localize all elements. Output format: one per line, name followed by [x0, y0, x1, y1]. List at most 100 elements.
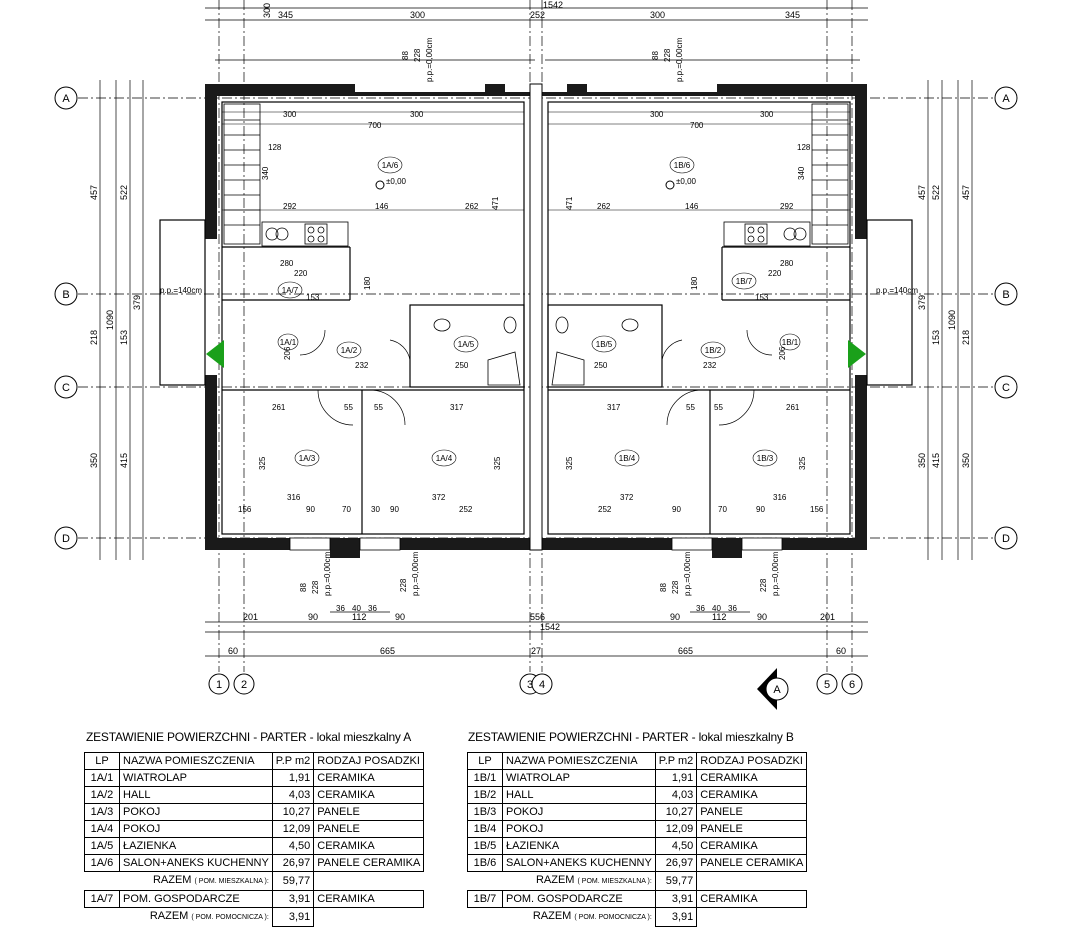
svg-text:1A/6: 1A/6 — [382, 161, 399, 170]
svg-text:280: 280 — [280, 259, 294, 268]
top-dimension-lines — [205, 7, 868, 61]
total2-value: 3,91 — [271, 907, 315, 927]
svg-text:250: 250 — [594, 361, 608, 370]
svg-text:262: 262 — [465, 202, 479, 211]
svg-text:350: 350 — [917, 453, 927, 468]
svg-text:88: 88 — [299, 583, 308, 592]
svg-text:55: 55 — [344, 403, 353, 412]
svg-text:1: 1 — [216, 679, 222, 691]
svg-text:228: 228 — [311, 580, 320, 594]
total-label: RAZEM — [152, 874, 192, 886]
bottom-dimension-texts: 1542 201 90 112 90 556 90 112 90 201 60 … — [228, 551, 846, 656]
svg-text:457: 457 — [89, 185, 99, 200]
svg-text:156: 156 — [810, 505, 824, 514]
svg-text:220: 220 — [768, 269, 782, 278]
svg-text:228: 228 — [413, 48, 422, 62]
svg-text:2: 2 — [241, 679, 247, 691]
floor-plan: A B C D A B C D 1 2 3 4 5 6 A 300 345 30… — [54, 0, 1018, 710]
axis-col-2: 2 — [233, 673, 255, 695]
room-tag-1b4: 1B/4 — [614, 449, 640, 467]
svg-text:A: A — [62, 93, 70, 105]
svg-text:317: 317 — [607, 403, 621, 412]
stairs — [223, 103, 849, 245]
svg-text:90: 90 — [306, 505, 315, 514]
svg-text:90: 90 — [395, 612, 405, 622]
svg-text:522: 522 — [119, 185, 129, 200]
svg-text:372: 372 — [432, 493, 446, 502]
table-header-row: LP NAZWA POMIESZCZENIA P.P m2 RODZAJ POS… — [84, 752, 425, 770]
room-tag-1a4: 1A/4 — [431, 449, 457, 467]
axis-col-6: 6 — [841, 673, 863, 695]
svg-text:153: 153 — [755, 293, 769, 302]
svg-text:300: 300 — [283, 110, 297, 119]
total-value: 59,77 — [654, 871, 698, 891]
svg-text:457: 457 — [961, 185, 971, 200]
svg-text:471: 471 — [565, 196, 574, 210]
svg-text:300: 300 — [262, 3, 272, 18]
svg-text:316: 316 — [287, 493, 301, 502]
svg-text:471: 471 — [491, 196, 500, 210]
room-tag-1a7: 1A/7 — [277, 281, 303, 299]
svg-text:A: A — [1002, 93, 1010, 105]
svg-text:228: 228 — [759, 578, 768, 592]
svg-text:457: 457 — [917, 185, 927, 200]
svg-text:325: 325 — [565, 456, 574, 470]
svg-text:300: 300 — [410, 110, 424, 119]
svg-text:280: 280 — [780, 259, 794, 268]
svg-text:325: 325 — [493, 456, 502, 470]
svg-text:153: 153 — [306, 293, 320, 302]
svg-text:p.p.=140cm: p.p.=140cm — [160, 286, 202, 295]
svg-text:36: 36 — [368, 604, 377, 613]
axis-row-c-left: C — [54, 375, 78, 399]
total2-label: RAZEM — [149, 910, 189, 922]
svg-text:415: 415 — [119, 453, 129, 468]
svg-text:350: 350 — [961, 453, 971, 468]
svg-text:1A/3: 1A/3 — [299, 454, 316, 463]
room-tag-1b1: 1B/1 — [779, 333, 801, 351]
svg-text:415: 415 — [931, 453, 941, 468]
level-marks: ±0,00 ±0,00 p.p.=140cm p.p.=140cm — [160, 177, 918, 295]
axis-row-b-right: B — [994, 282, 1018, 306]
outer-walls — [205, 83, 867, 558]
svg-text:1542: 1542 — [543, 0, 563, 10]
column-header-lp: LP — [84, 752, 120, 770]
svg-text:p.p.=0,00cm: p.p.=0,00cm — [771, 551, 780, 596]
room-tag-1a6: 1A/6 — [377, 156, 403, 174]
svg-text:372: 372 — [620, 493, 634, 502]
svg-text:128: 128 — [268, 143, 282, 152]
svg-text:218: 218 — [961, 330, 971, 345]
kitchen-fixtures — [261, 221, 811, 247]
svg-text:146: 146 — [375, 202, 389, 211]
total2-note: ( POM. POMOCNICZA ): — [191, 914, 269, 921]
svg-text:1A/4: 1A/4 — [436, 454, 453, 463]
svg-text:90: 90 — [756, 505, 765, 514]
svg-text:228: 228 — [399, 578, 408, 592]
svg-text:261: 261 — [272, 403, 286, 412]
svg-text:B: B — [1002, 289, 1009, 301]
svg-text:1090: 1090 — [947, 310, 957, 330]
svg-text:112: 112 — [712, 612, 726, 622]
entrance-marker-a — [206, 340, 224, 368]
svg-text:232: 232 — [703, 361, 717, 370]
svg-text:379: 379 — [917, 295, 927, 310]
svg-text:5: 5 — [824, 679, 830, 691]
svg-text:88: 88 — [651, 51, 660, 60]
svg-text:40: 40 — [712, 604, 721, 613]
total-row-2: RAZEM ( POM. POMOCNICZA ): 3,91 — [85, 907, 424, 927]
svg-text:180: 180 — [690, 276, 699, 290]
svg-text:700: 700 — [368, 121, 382, 130]
svg-text:55: 55 — [686, 403, 695, 412]
svg-text:665: 665 — [678, 646, 693, 656]
svg-text:C: C — [1002, 382, 1010, 394]
svg-text:3: 3 — [527, 679, 533, 691]
svg-text:262: 262 — [597, 202, 611, 211]
column-header-floor: RODZAJ POSADZKI — [696, 752, 808, 770]
svg-text:30: 30 — [371, 505, 380, 514]
